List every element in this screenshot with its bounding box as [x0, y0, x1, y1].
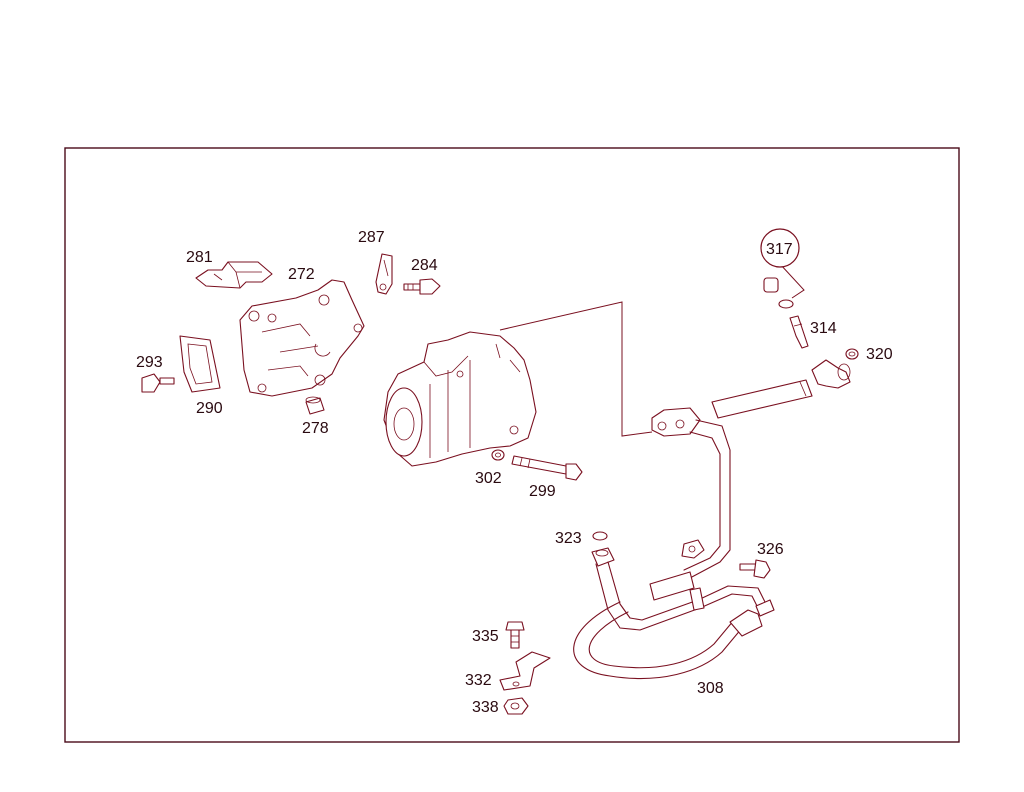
callout-272: 272: [288, 266, 315, 283]
part-326-bolt: [739, 559, 771, 579]
diagram-frame: [64, 147, 960, 743]
callout-326: 326: [757, 541, 784, 558]
part-284-bolt: [403, 278, 441, 295]
part-299-bolt: [511, 455, 583, 481]
callout-287: 287: [358, 229, 385, 246]
compressor-leader-line: [499, 301, 653, 437]
callout-317: 317: [766, 241, 793, 258]
part-290-gasket: [179, 335, 221, 393]
callout-284: 284: [411, 257, 438, 274]
callout-320: 320: [866, 346, 893, 363]
part-335-bolt: [505, 621, 525, 649]
refrigerant-line-upper: [651, 359, 851, 579]
callout-314: 314: [810, 320, 837, 337]
callout-302: 302: [475, 470, 502, 487]
part-293-bolt: [141, 373, 175, 393]
pipe-clip: [681, 539, 705, 559]
part-278-spacer: [305, 396, 325, 415]
refrigerant-line-lower: [573, 547, 775, 679]
part-317-kit: [763, 263, 805, 309]
callout-317-circle: [760, 228, 800, 268]
callout-335: 335: [472, 628, 499, 645]
part-332-bracket: [499, 651, 551, 691]
callout-308: 308: [697, 680, 724, 697]
compressor-body: [383, 331, 537, 467]
callout-299: 299: [529, 483, 556, 500]
part-281-bracket: [195, 261, 273, 289]
part-338-nut: [503, 697, 529, 715]
part-302-washer: [491, 449, 505, 461]
callout-323: 323: [555, 530, 582, 547]
part-314-valve: [789, 315, 809, 349]
callout-293: 293: [136, 354, 163, 371]
callout-338: 338: [472, 699, 499, 716]
callout-332: 332: [465, 672, 492, 689]
part-320-oring: [845, 348, 859, 360]
part-323-oring: [592, 531, 608, 541]
part-272-mounting-plate: [239, 279, 365, 397]
callout-290: 290: [196, 400, 223, 417]
callout-278: 278: [302, 420, 329, 437]
callout-281: 281: [186, 249, 213, 266]
part-287-bracket: [375, 253, 393, 295]
